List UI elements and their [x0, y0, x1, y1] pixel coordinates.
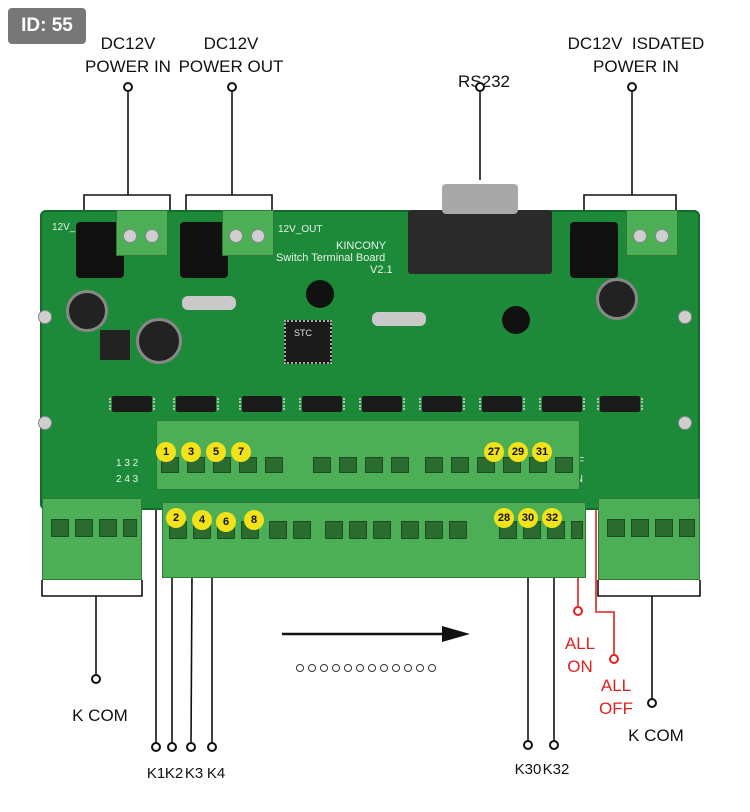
terminal-number-badge: 30: [518, 508, 538, 528]
terminal-number-badge: 8: [244, 510, 264, 530]
ic-chip: [539, 396, 585, 412]
ic-chip: [299, 396, 345, 412]
regulator: [100, 330, 130, 360]
crystal: [372, 312, 426, 326]
dc-jack-out: [180, 222, 228, 278]
terminal-number-badge: 32: [542, 508, 562, 528]
terminal-number-badge: 4: [192, 510, 212, 530]
power-out-hole: [227, 82, 237, 92]
terminal-number-badge: 7: [231, 442, 251, 462]
ic-chip: [419, 396, 465, 412]
k1-hole: [151, 742, 161, 752]
crystal: [182, 296, 236, 310]
mount-screw-icon: [678, 310, 692, 324]
version-silk: V2.1: [370, 264, 393, 276]
capacitor: [596, 278, 638, 320]
k2-label: K2: [164, 765, 184, 782]
ic-chip: [173, 396, 219, 412]
terminal-number-badge: 2: [166, 508, 186, 528]
rs232-hole: [475, 82, 485, 92]
ic-chip: [597, 396, 643, 412]
kcom-right-bracket: [597, 580, 701, 597]
isolated-power-in-label: DC12V ISDATED POWER IN: [567, 34, 705, 76]
terminal-number-badge: 27: [484, 442, 504, 462]
k3-label: K3: [184, 765, 204, 782]
terminal-power-out: [222, 210, 274, 256]
terminal-isolated: [626, 210, 678, 256]
terminal-kcom-left: [42, 498, 142, 580]
capacitor: [136, 318, 182, 364]
inductor: [502, 306, 530, 334]
mount-screw-icon: [38, 310, 52, 324]
capacitor: [66, 290, 108, 332]
arrow-head: [442, 626, 470, 642]
silk-dip1: 1 3 2: [116, 458, 139, 469]
kcom-left-hole: [91, 674, 101, 684]
dc-jack-isolated: [570, 222, 618, 278]
ic-chip: [359, 396, 405, 412]
power-out-bracket: [185, 194, 273, 210]
power-in-label: DC12V POWER IN: [85, 34, 171, 76]
terminal-number-badge: 6: [216, 512, 236, 532]
kcom-right-label: K COM: [628, 726, 684, 745]
inductor: [306, 280, 334, 308]
id-badge: ID: 55: [8, 8, 86, 44]
pcb-board: 12V_ 12V_OUT KINCONY Switch Terminal Boa…: [38, 184, 700, 510]
kcom-left-label: K COM: [72, 706, 128, 725]
silk-12v-out: 12V_OUT: [278, 224, 323, 235]
terminal-power-in: [116, 210, 168, 256]
terminal-number-badge: 31: [532, 442, 552, 462]
ic-chip: [109, 396, 155, 412]
k3-hole: [186, 742, 196, 752]
terminal-number-badge: 28: [494, 508, 514, 528]
terminal-number-badge: 1: [156, 442, 176, 462]
mount-screw-icon: [38, 416, 52, 430]
terminal-number-badge: 3: [181, 442, 201, 462]
mcu-chip: STC: [284, 320, 332, 364]
k30-label: K30: [514, 761, 542, 778]
isolated-hole: [627, 82, 637, 92]
power-in-bracket: [83, 194, 171, 210]
power-in-hole: [123, 82, 133, 92]
k4-label: K4: [206, 765, 226, 782]
silk-dip2: 2 4 3: [116, 474, 139, 485]
k32-hole: [549, 740, 559, 750]
all-off-label: ALL OFF: [599, 676, 633, 718]
k4-hole: [207, 742, 217, 752]
kcom-right-hole: [647, 698, 657, 708]
mount-screw-icon: [678, 416, 692, 430]
k1-label: K1: [146, 765, 166, 782]
k2-hole: [167, 742, 177, 752]
all-on-hole: [573, 606, 583, 616]
all-on-label: ALL ON: [564, 634, 596, 676]
kcom-left-bracket: [41, 580, 143, 597]
k32-label: K32: [542, 761, 570, 778]
terminal-number-badge: 29: [508, 442, 528, 462]
continuation-dots: [296, 664, 436, 674]
isolated-bracket: [583, 194, 677, 210]
rs232-label: RS232: [458, 72, 510, 91]
terminal-strip-bottom: [162, 502, 586, 578]
brand-silk: KINCONY: [336, 240, 387, 252]
terminal-number-badge: 5: [206, 442, 226, 462]
all-off-hole: [609, 654, 619, 664]
k30-hole: [523, 740, 533, 750]
silk-12v-in: 12V_: [52, 222, 76, 233]
ic-chip: [239, 396, 285, 412]
terminal-kcom-right: [598, 498, 700, 580]
rs232-connector: [408, 184, 552, 274]
ic-chip: [479, 396, 525, 412]
board-name-silk: Switch Terminal Board: [276, 252, 386, 264]
power-out-label: DC12V POWER OUT: [178, 34, 284, 76]
